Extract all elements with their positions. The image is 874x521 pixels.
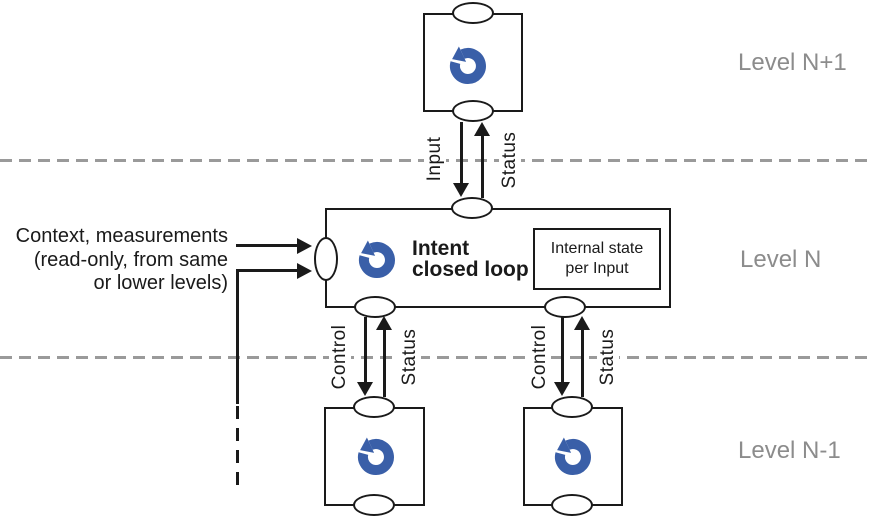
control-left-arrow-shaft: [364, 317, 367, 384]
control-left-arrow-label: Control: [329, 319, 351, 395]
input-arrowhead: [453, 183, 469, 197]
control-right-arrow-label: Control: [529, 319, 551, 395]
loop-arrow-icon: [449, 46, 486, 84]
context-arrow-2-head: [297, 263, 312, 279]
middle-box-top-connector-ellipse: [451, 197, 493, 219]
middle-box-bottom-left-connector-ellipse: [354, 296, 396, 318]
context-measurements-note: Context, measurements (read-only, from s…: [15, 225, 228, 294]
context-arrow-1-head: [297, 238, 312, 254]
lower-left-loop-box: [324, 407, 425, 506]
level-n-plus-1-label: Level N+1: [738, 49, 847, 76]
status-right-arrow-label: Status: [597, 325, 619, 389]
upper-box-bottom-connector-ellipse: [452, 100, 494, 122]
status-up-arrowhead: [474, 122, 490, 136]
level-n-minus-1-label: Level N-1: [738, 437, 841, 464]
loop-arrow-icon: [357, 437, 394, 475]
status-left-up-arrow-shaft: [383, 329, 386, 397]
intent-closed-loop-title: Intent closed loop: [412, 237, 529, 281]
context-arrow-2-shaft: [236, 269, 298, 272]
status-left-arrow-label: Status: [399, 325, 421, 389]
status-arrow-label: Status: [499, 128, 521, 192]
status-right-up-arrow-shaft: [581, 329, 584, 397]
control-left-arrowhead: [357, 382, 373, 396]
middle-box-left-context-connector-ellipse: [314, 237, 338, 281]
status-up-arrow-shaft: [481, 135, 484, 198]
level-boundary-lower-dashed-line: [0, 356, 874, 359]
loop-arrow-icon: [358, 240, 395, 278]
lower-left-box-top-connector-ellipse: [353, 396, 395, 418]
input-arrow-shaft: [460, 122, 463, 185]
lower-right-box-top-connector-ellipse: [551, 396, 593, 418]
context-arrow-1-shaft: [236, 244, 298, 247]
context-from-lower-levels-dashed-line: [236, 406, 239, 486]
middle-box-bottom-right-connector-ellipse: [544, 296, 586, 318]
lower-right-box-bottom-connector-ellipse: [551, 494, 593, 516]
lower-left-box-bottom-connector-ellipse: [353, 494, 395, 516]
control-right-arrow-shaft: [561, 317, 564, 384]
input-arrow-label: Input: [424, 131, 446, 187]
status-left-up-arrowhead: [376, 316, 392, 330]
level-n-label: Level N: [740, 246, 822, 273]
context-from-lower-levels-line: [236, 270, 239, 404]
status-right-up-arrowhead: [574, 316, 590, 330]
internal-state-box: Internal state per Input: [533, 228, 661, 290]
upper-box-top-connector-ellipse: [452, 2, 494, 24]
control-right-arrowhead: [554, 382, 570, 396]
loop-arrow-icon: [554, 437, 591, 475]
